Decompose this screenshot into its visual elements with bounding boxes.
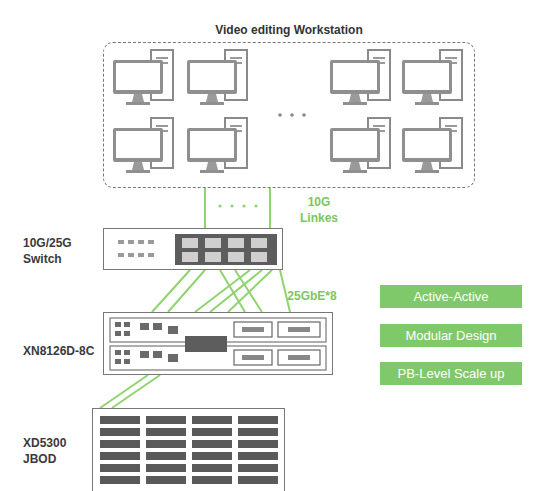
computer-icon bbox=[187, 50, 247, 105]
link-label: 25GbE*8 bbox=[282, 288, 342, 304]
switch-illustration bbox=[118, 234, 277, 265]
device-label: XN8126D-8C bbox=[23, 343, 105, 359]
computer-icon bbox=[330, 50, 390, 105]
storage-controller: XN8126D-8C bbox=[103, 312, 333, 375]
feature-pill: Modular Design bbox=[380, 324, 522, 347]
device-label: XD5300 JBOD bbox=[23, 435, 85, 467]
link-lines bbox=[100, 375, 160, 408]
storage-controller-illustration bbox=[110, 318, 326, 370]
feature-text: PB-Level Scale up bbox=[380, 362, 522, 385]
feature-text: Modular Design bbox=[380, 324, 522, 347]
feature-text: Active-Active bbox=[380, 285, 522, 308]
group-heading: Video editing Workstation bbox=[103, 22, 475, 38]
computer-icon bbox=[187, 118, 247, 173]
computer-icon bbox=[402, 50, 462, 105]
link-lines bbox=[205, 188, 270, 228]
computer-icon bbox=[113, 118, 173, 173]
computer-icon bbox=[330, 118, 390, 173]
feature-pill: Active-Active bbox=[380, 285, 522, 308]
network-switch: 10G/25G Switch bbox=[103, 228, 283, 270]
computer-icon bbox=[113, 50, 173, 105]
feature-pill: PB-Level Scale up bbox=[380, 362, 522, 385]
jbod-enclosure: XD5300 JBOD bbox=[92, 408, 285, 491]
jbod-illustration bbox=[100, 416, 278, 484]
workstation-group: Video editing Workstation bbox=[103, 22, 475, 188]
link-dots bbox=[218, 204, 257, 207]
link-lines bbox=[152, 270, 290, 312]
workstation-computers bbox=[113, 50, 462, 173]
link-label: 10G Linkes bbox=[296, 194, 342, 226]
dashed-outline bbox=[103, 42, 475, 188]
computer-icon bbox=[402, 118, 462, 173]
device-label: 10G/25G Switch bbox=[23, 235, 85, 267]
ellipsis-dots bbox=[278, 113, 306, 117]
